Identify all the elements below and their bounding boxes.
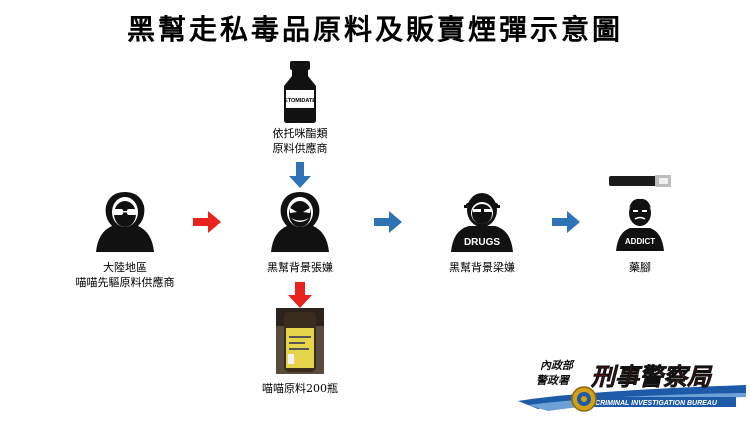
raw-material-bottle-photo [276, 308, 324, 374]
page-title: 黑幫走私毒品原料及販賣煙彈示意圖 [126, 13, 623, 46]
mainland-label-1: 大陸地區 [103, 261, 147, 274]
addict-shirt-text: ADDICT [625, 237, 655, 246]
hooded-figure-glasses-icon [96, 192, 154, 252]
mainland-supplier-node: 大陸地區 喵喵先驅原料供應商 [65, 190, 185, 290]
logo-org-line2: 警政署 [536, 374, 571, 387]
addict-node: ADDICT 藥腳 [580, 196, 700, 275]
hooded-figure-grin-icon [271, 192, 329, 252]
right-arrow-blue-1 [374, 211, 402, 233]
logo-english: CRIMINAL INVESTIGATION BUREAU [595, 400, 718, 407]
raw-material-label: 喵喵原料200瓶 [262, 382, 338, 395]
mainland-label-2: 喵喵先驅原料供應商 [75, 276, 175, 289]
zhang-node: 黑幫背景張嫌 [240, 190, 360, 275]
cib-logo: CRIMINAL INVESTIGATION BUREAU 內政部 警政署 刑事… [518, 359, 746, 412]
addict-label: 藥腳 [629, 261, 651, 274]
down-arrow-red [288, 282, 312, 308]
supplier-node: ETOMIDATE 依托咪酯類 原料供應商 [240, 60, 360, 156]
logo-name: 刑事警察局 [590, 363, 713, 391]
addict-figure-icon: ADDICT [616, 198, 664, 251]
zhang-label: 黑幫背景張嫌 [267, 261, 333, 274]
bottle-label: ETOMIDATE [284, 98, 316, 104]
down-arrow-blue [289, 162, 311, 188]
drugs-shirt-text: DRUGS [464, 237, 500, 248]
supplier-label-2: 原料供應商 [272, 142, 328, 155]
hooded-figure-drugs-icon: DRUGS [451, 193, 513, 252]
right-arrow-red [193, 211, 221, 233]
vape-cartridge-icon [609, 175, 671, 187]
liang-node: DRUGS 黑幫背景梁嫌 [422, 190, 542, 275]
etomidate-bottle-icon: ETOMIDATE [284, 61, 316, 123]
logo-org-line1: 內政部 [540, 359, 575, 372]
right-arrow-blue-2 [552, 211, 580, 233]
supplier-label-1: 依托咪酯類 [272, 127, 328, 140]
liang-label: 黑幫背景梁嫌 [449, 261, 515, 274]
